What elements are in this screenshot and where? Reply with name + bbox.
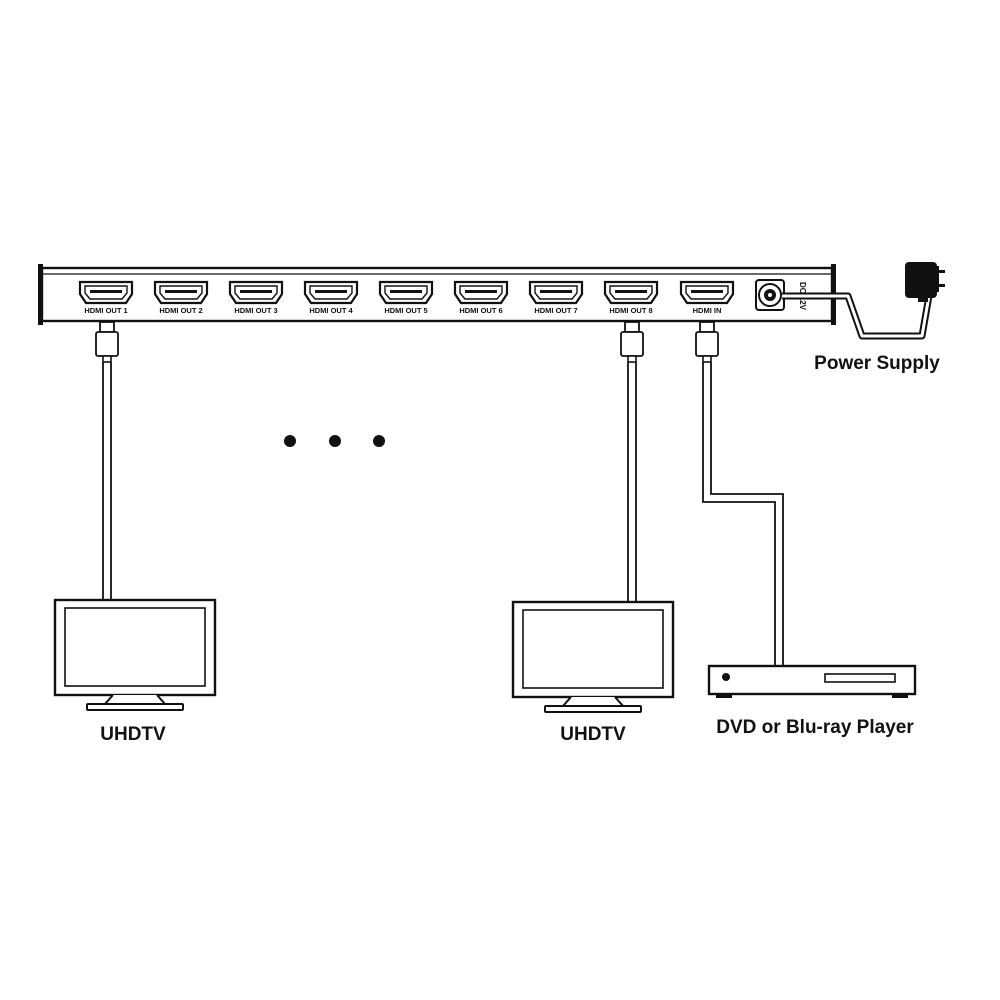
hdmi-out-6-port	[453, 280, 509, 305]
uhdtv-left-icon	[53, 598, 217, 712]
uhdtv-right-label: UHDTV	[560, 724, 626, 745]
port-label-out-6: HDMI OUT 6	[459, 306, 502, 315]
uhdtv-left-label: UHDTV	[100, 724, 166, 745]
power-supply-label: Power Supply	[814, 353, 940, 374]
hdmi-out-4-port	[303, 280, 359, 305]
uhdtv-right-icon	[511, 600, 675, 714]
port-label-out-4: HDMI OUT 4	[309, 306, 353, 315]
port-label-out-7: HDMI OUT 7	[534, 306, 577, 315]
hdmi-cable-out-1	[95, 321, 119, 600]
ellipsis-dots	[284, 435, 385, 447]
hdmi-out-8-port	[603, 280, 659, 305]
dc-jack	[755, 279, 785, 311]
port-label-out-1: HDMI OUT 1	[84, 306, 127, 315]
power-cable	[782, 289, 934, 340]
hdmi-out-7-port	[528, 280, 584, 305]
hdmi-out-3-port	[228, 280, 284, 305]
hdmi-cable-in	[695, 321, 784, 666]
port-label-out-8: HDMI OUT 8	[609, 306, 652, 315]
hdmi-cable-out-8	[620, 321, 644, 603]
port-label-out-5: HDMI OUT 5	[384, 306, 427, 315]
hdmi-splitter: HDMI OUT 1 HDMI OUT 2 HDMI OUT 3 HDMI OU…	[38, 264, 836, 325]
hdmi-out-5-port	[378, 280, 434, 305]
hdmi-out-1-port	[78, 280, 134, 305]
power-adapter-icon	[905, 262, 945, 302]
hdmi-out-2-port	[153, 280, 209, 305]
port-label-in: HDMI IN	[693, 306, 722, 315]
hdmi-in-port	[679, 280, 735, 305]
dvd-player-label: DVD or Blu-ray Player	[716, 717, 914, 738]
port-label-out-3: HDMI OUT 3	[234, 306, 277, 315]
dvd-player-icon	[707, 664, 917, 698]
port-label-out-2: HDMI OUT 2	[159, 306, 202, 315]
